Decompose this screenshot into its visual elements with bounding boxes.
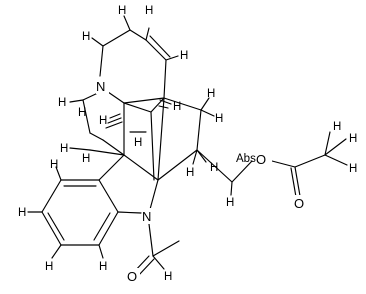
hydrogen-atom: H [134,137,142,149]
hydrogen-atom: H [180,50,188,62]
hydrogen-atom: H [58,97,66,109]
hydrogen-atom: H [82,31,90,43]
hydrogen-atom: H [18,207,26,219]
atom-labels: N N O O O Abs [96,78,307,284]
hydrogen-atom: H [173,101,181,113]
oxygen-atom-carbonyl: O [294,196,304,211]
hydrogen-atom: H [45,261,53,273]
abs-stereo-label: Abs [236,153,256,165]
hydrogen-atom: H [82,153,90,165]
hydrogen-atom: H [226,197,234,209]
hydrogen-atom: H [78,107,86,119]
hydrogen-atom: H [99,115,107,127]
hydrogen-atom: H [333,121,341,133]
nitrogen-atom-indole: N [142,209,151,224]
hydrogen-atom: H [50,159,58,171]
hydrogen-atom: H [60,143,68,155]
hydrogen-atom: H [186,167,194,179]
hydrogen-atom: H [215,113,223,125]
hydrogen-atom: H [210,162,218,174]
oxygen-atom-ester: O [256,152,266,167]
hydrogen-atom: H [349,163,357,175]
hydrogen-atom: H [349,133,357,145]
hydrogen-atom: H [164,271,172,283]
hydrogen-atom: H [145,5,153,17]
nitrogen-atom-top: N [96,79,105,94]
hydrogen-atom: H [207,88,215,100]
hydrogen-labels: H H H H H H H H H H H H H H H H H H H H … [18,5,357,283]
oxygen-atom-formyl: O [127,269,137,284]
hydrogen-atom: H [118,5,126,17]
hydrogen-atom: H [99,261,107,273]
